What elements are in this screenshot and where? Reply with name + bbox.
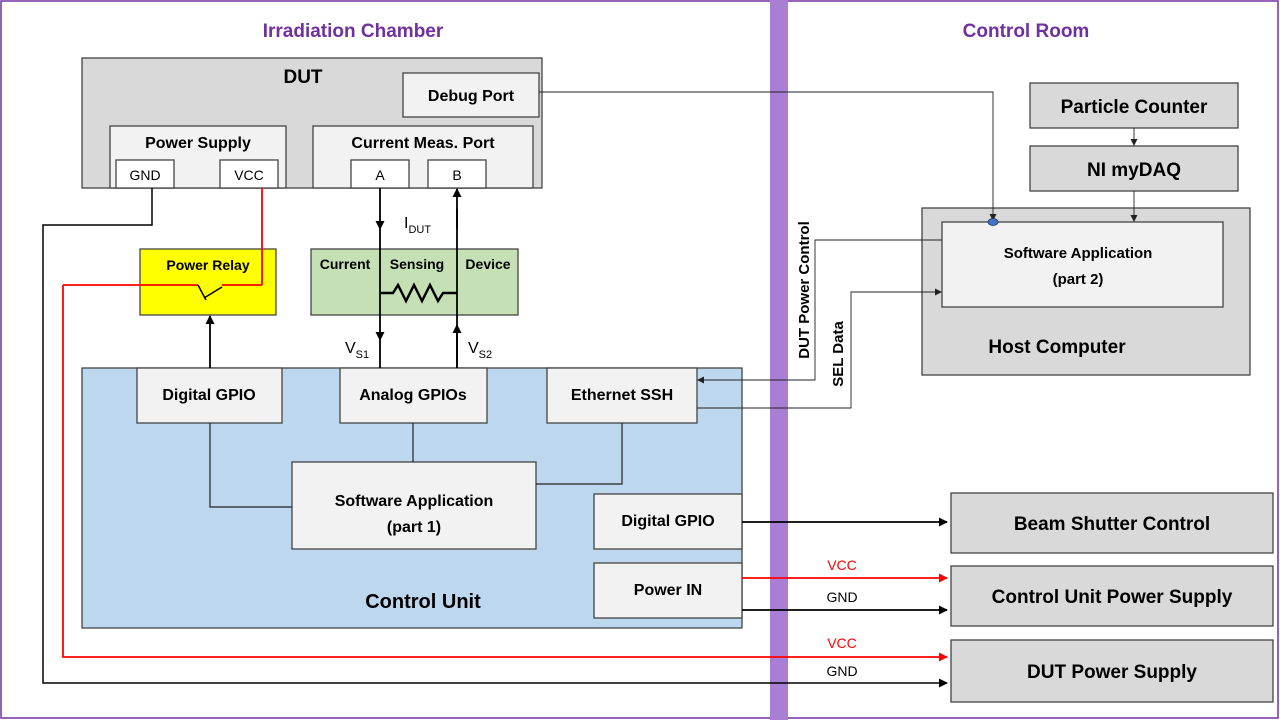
sel-data-label: SEL Data <box>830 321 847 387</box>
vcc-dut-label: VCC <box>827 635 857 651</box>
irradiation-chamber-heading: Irradiation Chamber <box>263 21 444 42</box>
ni-mydaq-box <box>1029 145 1239 192</box>
gnd-cu-label: GND <box>826 589 857 605</box>
gnd-pin-label: GND <box>129 167 160 183</box>
ethernet-ssh-label: Ethernet SSH <box>571 387 673 404</box>
dut-power-control-label: DUT Power Control <box>796 221 813 359</box>
wire-debug-to-host <box>539 91 997 221</box>
wire-gnd-to-dut-ps <box>42 188 948 688</box>
beam-shutter-label: Beam Shutter Control <box>1014 514 1210 535</box>
cu-power-supply-label: Control Unit Power Supply <box>992 587 1233 608</box>
particle-counter-box <box>1029 82 1239 129</box>
wire-ethernet-to-app1 <box>536 423 623 485</box>
wire-dut-power-control <box>697 239 942 384</box>
digital-gpio-top-label: Digital GPIO <box>162 387 255 404</box>
port-b-label: B <box>452 167 461 183</box>
port-b-box <box>427 159 487 189</box>
dut-power-supply-label: DUT Power Supply <box>1027 662 1197 683</box>
control-unit-title: Control Unit <box>365 591 481 613</box>
dut-power-supply-box <box>950 639 1274 703</box>
ni-mydaq-label: NI myDAQ <box>1087 160 1181 181</box>
wire-relay-to-dut-ps-vcc <box>62 285 948 662</box>
software-app-2-line2: (part 2) <box>1053 271 1104 288</box>
debug-connection-dot <box>987 218 999 226</box>
current-sensing-word-1: Current <box>320 256 371 272</box>
power-in-box <box>593 562 743 619</box>
gnd-pin-box <box>115 159 175 189</box>
gnd-dut-label: GND <box>826 663 857 679</box>
port-a-label: A <box>375 167 385 183</box>
port-a-box <box>350 159 410 189</box>
wire-gpio-to-app1 <box>209 423 292 508</box>
digital-gpio-bottom-box <box>593 493 743 550</box>
software-app-1-line2: (part 1) <box>387 519 441 536</box>
cu-power-supply-box <box>950 565 1274 627</box>
ethernet-ssh-box <box>546 367 698 424</box>
vs1-label: VS1 <box>345 340 369 361</box>
power-supply-port-label: Power Supply <box>145 135 251 152</box>
software-app-2-box <box>941 221 1224 308</box>
beam-shutter-box <box>950 492 1274 554</box>
vs2-label: VS2 <box>468 340 492 361</box>
power-in-label: Power IN <box>634 582 702 599</box>
relay-switch-icon <box>63 284 262 301</box>
vcc-cu-label: VCC <box>827 557 857 573</box>
particle-counter-label: Particle Counter <box>1061 97 1208 118</box>
vcc-pin-label: VCC <box>234 167 264 183</box>
region-divider <box>770 0 788 720</box>
vcc-pin-box <box>219 159 279 189</box>
dut-title: DUT <box>283 67 322 88</box>
software-app-1-box <box>291 461 537 550</box>
current-meas-port-box <box>312 125 534 189</box>
host-computer-label: Host Computer <box>988 337 1126 358</box>
current-sensing-word-3: Device <box>465 256 510 272</box>
current-meas-port-label: Current Meas. Port <box>351 135 495 152</box>
resistor-icon <box>380 282 457 304</box>
wire-sel-data <box>697 288 942 409</box>
analog-gpios-label: Analog GPIOs <box>359 387 467 404</box>
debug-port-box <box>402 72 540 118</box>
software-app-2-line1: Software Application <box>1004 245 1153 262</box>
current-sensing-box <box>310 248 519 316</box>
analog-gpios-box <box>339 367 488 424</box>
control-room-heading: Control Room <box>963 21 1090 42</box>
digital-gpio-top-box <box>136 367 283 424</box>
current-sensing-word-2: Sensing <box>390 256 444 272</box>
debug-port-label: Debug Port <box>428 88 515 105</box>
power-relay-box <box>139 248 277 316</box>
digital-gpio-bottom-label: Digital GPIO <box>621 513 714 530</box>
power-relay-label: Power Relay <box>166 257 249 273</box>
i-dut-label: IDUT <box>404 215 431 236</box>
software-app-1-line1: Software Application <box>335 493 494 510</box>
